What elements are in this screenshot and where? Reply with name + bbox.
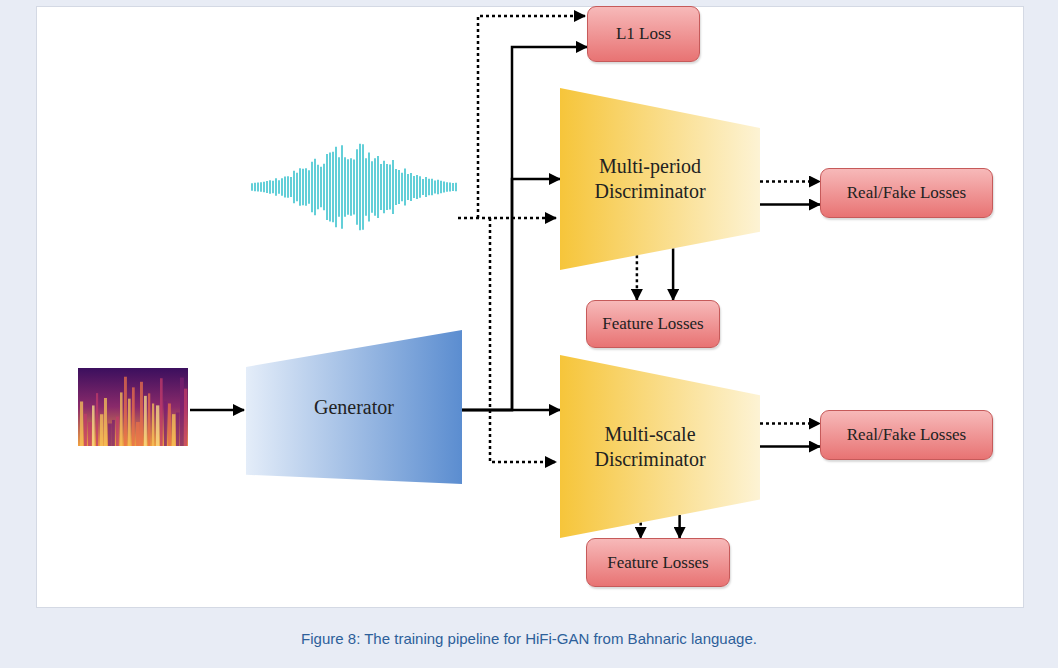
node-label: Real/Fake Losses xyxy=(847,424,966,445)
discriminator-block: Multi-period Discriminator xyxy=(560,88,760,270)
flow-arrow xyxy=(760,203,820,206)
flow-arrow xyxy=(639,523,642,539)
flow-arrow xyxy=(672,248,675,300)
flow-arrow xyxy=(760,422,820,425)
flow-arrow xyxy=(462,179,560,410)
flow-arrow xyxy=(462,409,560,412)
spectrogram xyxy=(78,368,188,446)
figure-panel xyxy=(36,6,1024,608)
input-arrow xyxy=(190,409,244,412)
loss-box: Real/Fake Losses xyxy=(820,410,993,460)
node-label: Generator xyxy=(314,395,394,420)
flow-arrow xyxy=(636,255,639,300)
loss-box: Feature Losses xyxy=(586,300,720,348)
generator-block: Generator xyxy=(246,330,462,484)
trapezoid-outline xyxy=(560,355,760,538)
flow-arrow xyxy=(678,515,681,538)
node-label: Feature Losses xyxy=(607,552,709,573)
discriminator-block: Multi-scale Discriminator xyxy=(560,355,760,538)
loss-box: Feature Losses xyxy=(586,538,730,587)
node-label: Multi-period Discriminator xyxy=(575,154,725,204)
node-label: Feature Losses xyxy=(602,313,704,334)
loss-box: Real/Fake Losses xyxy=(820,168,993,218)
node-label: Multi-scale Discriminator xyxy=(575,422,725,472)
node-label: L1 Loss xyxy=(616,23,671,44)
spectrogram-streaks xyxy=(80,377,187,446)
node-label: Real/Fake Losses xyxy=(847,182,966,203)
loss-box: L1 Loss xyxy=(587,6,700,62)
trapezoid-outline xyxy=(560,88,760,270)
flow-arrow xyxy=(760,180,820,183)
waveform xyxy=(252,144,456,230)
flow-arrow xyxy=(760,445,820,448)
figure-caption: Figure 8: The training pipeline for HiFi… xyxy=(40,630,1018,647)
